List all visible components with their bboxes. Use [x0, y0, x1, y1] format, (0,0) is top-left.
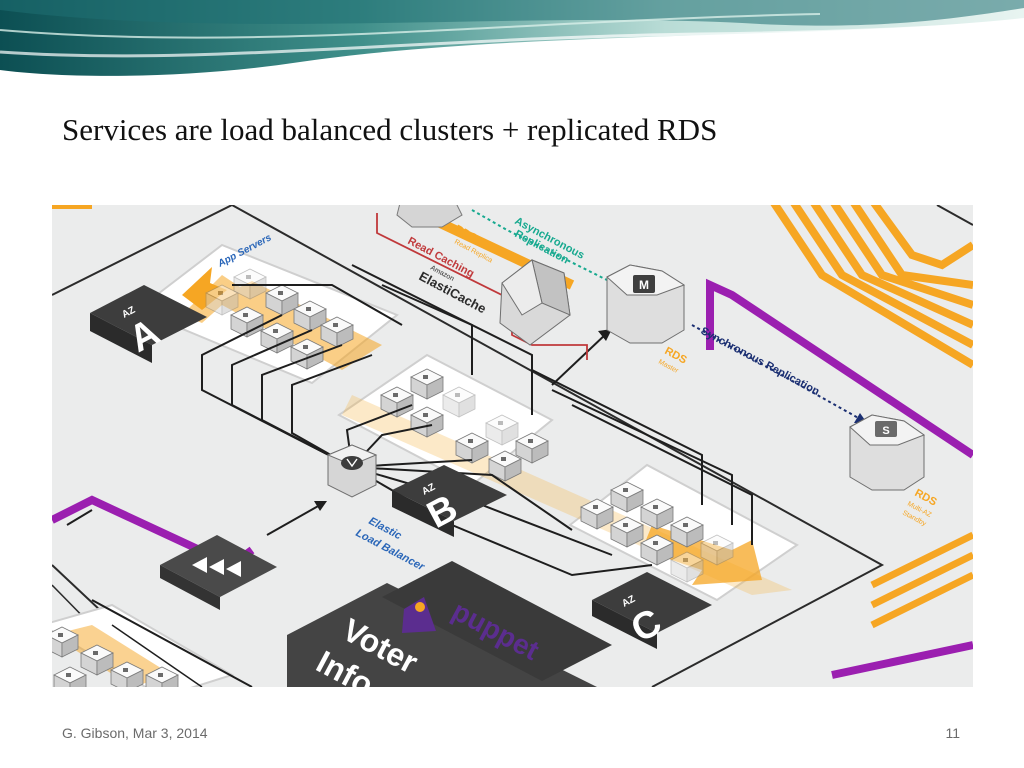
- az-c-tile: [592, 572, 712, 649]
- elasticache-node: [499, 259, 571, 346]
- internet-gateway-tile: [160, 535, 277, 610]
- page-number: 11: [945, 725, 960, 741]
- rds-master-letter: M: [639, 278, 649, 292]
- architecture-diagram: RDS Read Replica Asynchronous Replicatio…: [52, 205, 973, 687]
- header-banner: [0, 0, 1024, 80]
- architecture-diagram-svg: RDS Read Replica Asynchronous Replicatio…: [52, 205, 973, 687]
- az-b-tile: [392, 465, 507, 537]
- slide-title: Services are load balanced clusters + re…: [62, 112, 718, 147]
- az-a-tile: [90, 285, 207, 363]
- elastic-load-balancer-node: [326, 444, 378, 498]
- rds-standby-node: [849, 414, 926, 491]
- rds-standby-letter: S: [882, 425, 889, 437]
- rds-read-replica-node: [396, 205, 463, 228]
- footer-author-date: G. Gibson, Mar 3, 2014: [62, 725, 208, 741]
- rds-master-node: [606, 264, 686, 344]
- voter-info-sign: [287, 561, 612, 687]
